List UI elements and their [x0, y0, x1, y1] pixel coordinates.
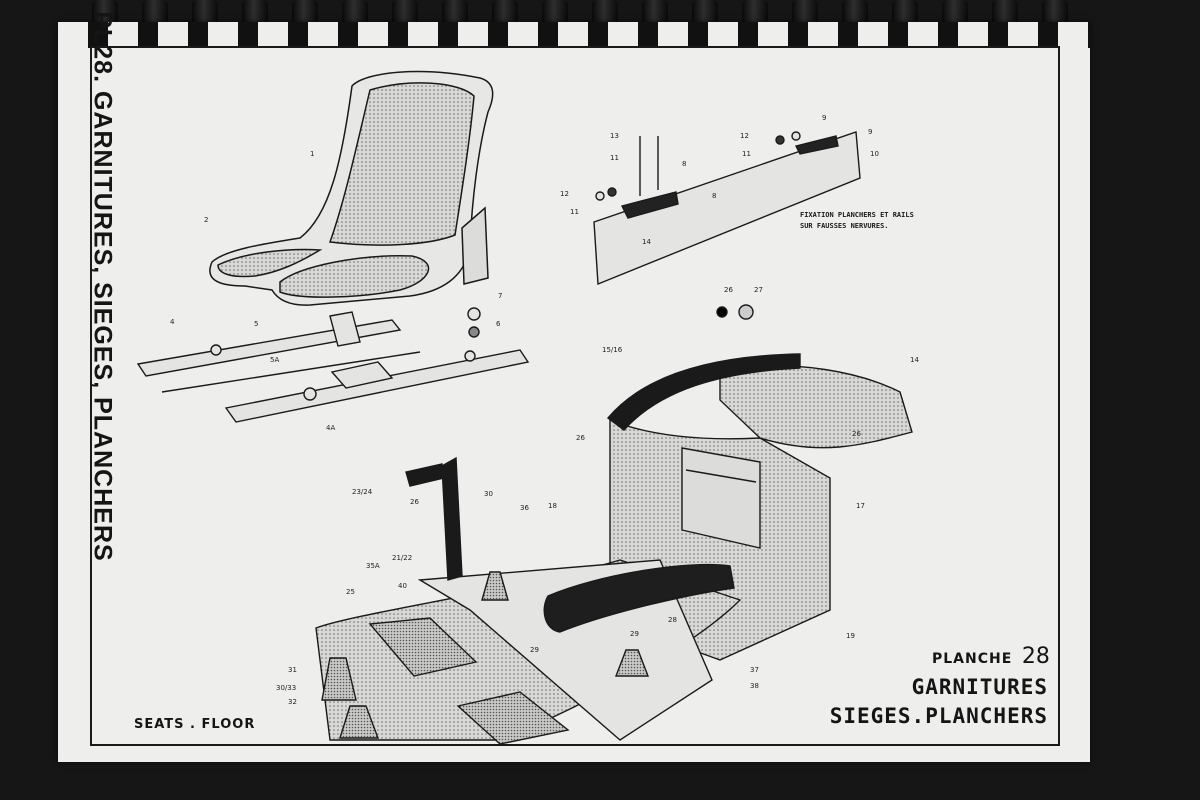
heading-garnitures: GARNITURES: [911, 675, 1048, 699]
callout: 29: [530, 646, 539, 654]
planche-label: PLANCHE 28: [932, 644, 1050, 669]
callout: 11: [610, 154, 619, 162]
callout: 27: [754, 286, 763, 294]
callout: 17: [856, 502, 865, 510]
callout: 12: [740, 132, 749, 140]
page-frame: [90, 46, 1060, 746]
callout: 12: [560, 190, 569, 198]
callout: 35A: [366, 562, 380, 570]
heading-sieges-planchers: SIEGES.PLANCHERS: [829, 704, 1048, 728]
callout: 11: [742, 150, 751, 158]
callout: 6: [496, 320, 501, 328]
callout: 19: [846, 632, 855, 640]
callout: 10: [870, 150, 879, 158]
planche-word: PLANCHE: [932, 651, 1013, 667]
callout-numbers: 1 2 4 4A 5 5A 6 7 8 8 9 9 10 11 11 11 12…: [170, 114, 919, 706]
callout: 15/16: [602, 346, 623, 354]
callout: 2: [204, 216, 208, 224]
callout: 14: [642, 238, 651, 246]
callout: 31: [288, 666, 297, 674]
callout: 40: [398, 582, 407, 590]
callout: 9: [822, 114, 826, 122]
callout: 18: [548, 502, 557, 510]
callout: 30/33: [276, 684, 296, 692]
callout: 7: [498, 292, 502, 300]
callout: 9: [868, 128, 872, 136]
callout: 13: [610, 132, 619, 140]
callout: 8: [712, 192, 716, 200]
fixation-note-line1: FIXATION PLANCHERS ET RAILS: [800, 211, 914, 219]
callout: 32: [288, 698, 297, 706]
callout: 14: [910, 356, 919, 364]
callout: 4A: [326, 424, 335, 432]
callout: 36: [520, 504, 529, 512]
callout: 30: [484, 490, 493, 498]
seat-rails: [136, 307, 530, 423]
callout: 23/24: [352, 488, 373, 496]
callout: 4: [170, 318, 175, 326]
fixation-note: FIXATION PLANCHERS ET RAILS SUR FAUSSES …: [800, 210, 914, 232]
callout: 25: [346, 588, 355, 596]
callout: 37: [750, 666, 759, 674]
footer-label: SEATS . FLOOR: [134, 717, 256, 732]
callout: 26: [576, 434, 585, 442]
fixation-board: [593, 131, 861, 286]
fixation-note-line2: SUR FAUSSES NERVURES.: [800, 222, 889, 230]
seat-shell: [209, 70, 494, 306]
callout: 5: [254, 320, 258, 328]
callout: 21/22: [392, 554, 412, 562]
planche-number: 28: [1021, 644, 1050, 669]
callout: 26: [852, 430, 861, 438]
floor-assembly: [315, 304, 913, 745]
callout: 8: [682, 160, 686, 168]
callout: 26: [724, 286, 733, 294]
callout: 1: [310, 150, 314, 158]
callout: 26: [410, 498, 419, 506]
callout: 5A: [270, 356, 279, 364]
callout: 38: [750, 682, 759, 690]
callout: 28: [668, 616, 677, 624]
callout: 11: [570, 208, 579, 216]
callout: 29: [630, 630, 639, 638]
